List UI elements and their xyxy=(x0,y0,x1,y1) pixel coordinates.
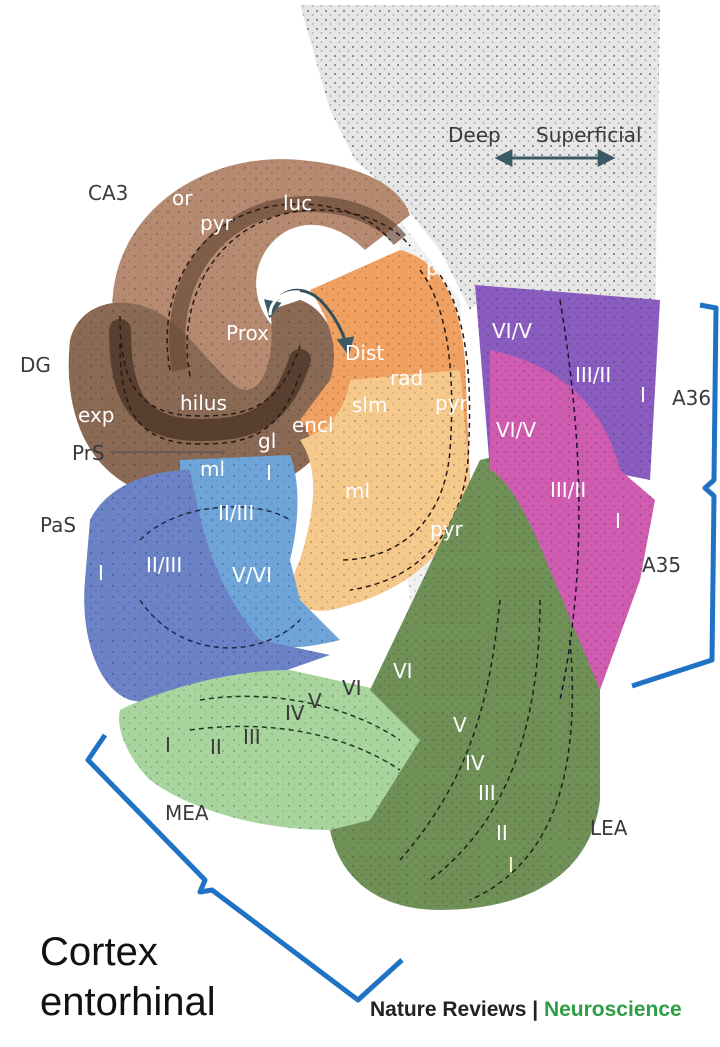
mea-layer-iii: III xyxy=(243,725,261,749)
a36-layer-iii-ii: III/II xyxy=(575,363,611,387)
pas-label: PaS xyxy=(40,513,76,537)
a35-label: A35 xyxy=(642,553,681,577)
credit-section: Neuroscience xyxy=(544,998,682,1021)
a36-layer-vi-v: VI/V xyxy=(492,319,532,343)
ca3-rad-label: rad xyxy=(284,229,317,253)
lea-layer-iv: IV xyxy=(465,751,485,775)
a36-layer-i: I xyxy=(640,383,646,407)
ca1-pr-label: pr xyxy=(426,256,448,280)
mea-layer-v: V xyxy=(308,689,322,713)
credit-separator: | xyxy=(526,998,544,1021)
cortex-label-line2: entorhinal xyxy=(40,980,216,1024)
prox-label: Prox xyxy=(226,321,269,345)
mea-layer-vi: VI xyxy=(342,676,362,700)
dg-label: DG xyxy=(20,353,51,377)
prs-layer-v-vi: V/VI xyxy=(232,563,272,587)
credit-journal: Nature Reviews xyxy=(370,998,526,1021)
lea-layer-iii: III xyxy=(478,781,496,805)
pas-layer-i: I xyxy=(98,561,104,585)
ca1-slm-label: slm xyxy=(352,393,387,417)
lea-label: LEA xyxy=(590,816,628,840)
deep-label: Deep xyxy=(448,123,501,147)
ca3-luc-label: luc xyxy=(283,191,312,215)
prs-layer-i: I xyxy=(266,461,272,485)
dg-exp-label: exp xyxy=(78,403,114,427)
a36-label: A36 xyxy=(672,386,711,410)
a35-layer-vi-v: VI/V xyxy=(496,418,536,442)
mea-label: MEA xyxy=(165,801,209,825)
lea-layer-v: V xyxy=(453,713,467,737)
dg-gl-label: gl xyxy=(258,429,276,453)
dg-ml-label: ml xyxy=(200,457,225,481)
ca1-pyr2-label: pyr xyxy=(430,517,464,541)
pas-layer-ii-iii: II/III xyxy=(146,553,182,577)
lea-layer-ii: II xyxy=(496,821,508,845)
mea-layer-i: I xyxy=(165,733,171,757)
superficial-label: Superficial xyxy=(536,123,642,147)
prs-layer-ii-iii: II/III xyxy=(218,501,254,525)
ca3-label: CA3 xyxy=(88,181,128,205)
dg-encl-label: encl xyxy=(292,413,334,437)
ca1-dist-label: Dist xyxy=(345,341,384,365)
a35-layer-iii-ii: III/II xyxy=(550,478,586,502)
ca3-pyr-label: pyr xyxy=(200,211,234,235)
lea-layer-i: I xyxy=(508,853,514,877)
lea-layer-vi: VI xyxy=(393,659,413,683)
ca3-slm-label: slm xyxy=(284,259,319,283)
ca1-ml-label: ml xyxy=(345,479,370,503)
ca1-rad-label: rad xyxy=(390,366,423,390)
dg-hilus-label: hilus xyxy=(180,391,227,415)
a35-layer-i: I xyxy=(615,509,621,533)
journal-credit: Nature Reviews | Neuroscience xyxy=(370,998,682,1021)
prs-label: PrS xyxy=(72,441,105,465)
ca1-pyr-label: pyr xyxy=(435,391,469,415)
mea-layer-iv: IV xyxy=(285,701,305,725)
cortex-label-line1: Cortex xyxy=(40,930,158,974)
mea-layer-ii: II xyxy=(210,735,222,759)
ca3-or-label: or xyxy=(172,186,193,210)
